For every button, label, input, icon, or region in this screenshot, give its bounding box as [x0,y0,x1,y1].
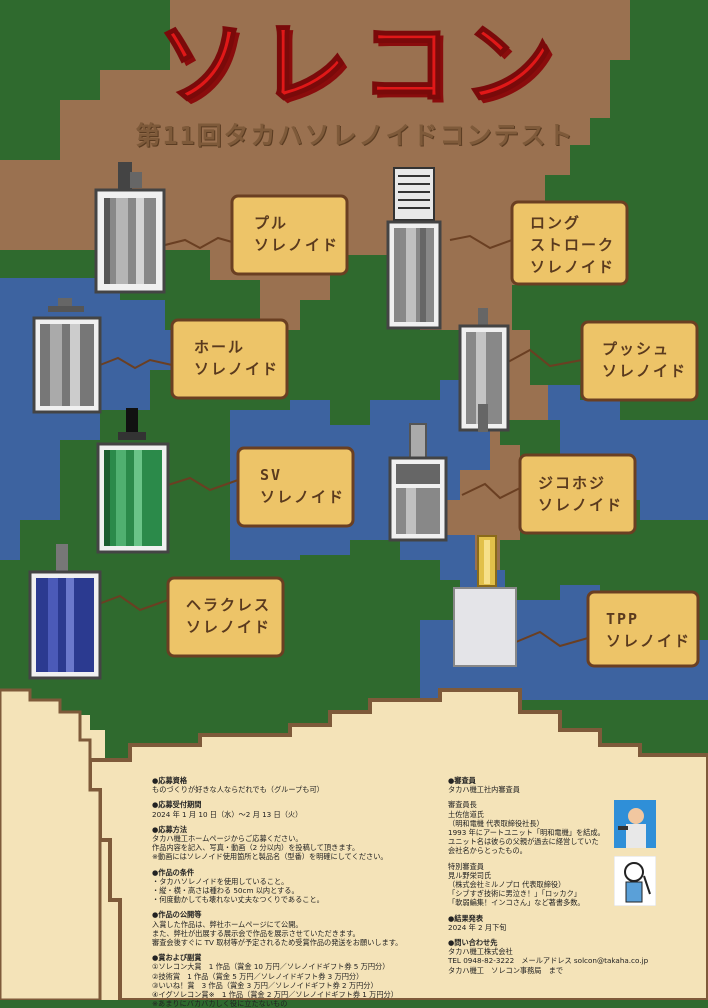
hold-solenoid-drawing [32,298,102,414]
label-line: ホール [194,338,246,356]
info-line: ④イグソレコン賞※ 1 作品（賞金 2 万円／ソレノイドギフト券 1 万円分） [152,990,398,1000]
sv-solenoid-drawing [96,408,170,554]
label-push: プッシュソレノイド [602,338,687,382]
info-line: 審査会後すぐに TV 取材等が予定されるため受賞作品の発送をお願いします。 [152,938,403,948]
long-stroke-solenoid-drawing [386,167,442,330]
label-line: プッシュ [602,340,671,358]
push-solenoid-drawing [458,308,510,432]
label-line: ソレノイド [538,496,624,514]
info-line: 入賞した作品は、弊社ホームページにて公開。 [152,919,303,929]
sand-region-main [88,688,708,1000]
info-heading: ●応募方法 [152,824,188,834]
info-heading: ●審査員 [448,776,476,785]
connector-lines [95,234,589,648]
info-line: 2024 年 1 月 10 日（水）〜2 月 13 日（火） [152,809,303,819]
label-long-stroke: ロングストロークソレノイド [530,212,615,278]
label-pull: プルソレノイド [254,212,339,256]
info-heading: ●応募資格 [152,776,188,785]
info-line: 特別審査員 [448,861,484,871]
info-line: 見ル野栄司氏 [448,870,492,880]
info-line: ※動画にはソレノイド使用箇所と製品名（型番）を明確にしてください。 [152,852,388,862]
label-jikohoji: ジコホジソレノイド [538,472,623,516]
info-line: ②技術賞 1 作品（賞金 5 万円／ソレノイドギフト券 3 万円分） [152,971,364,981]
info-left-column: ●応募資格 ものづくりが好きな人ならだれでも（グループも可） ●応募受付期間 2… [152,776,432,1008]
label-line: SV [260,466,283,484]
label-heracles: ヘラクレスソレノイド [186,594,271,638]
info-line: ※あまりにバカバカしく役に立たないもの [152,999,288,1008]
label-sv: SV ソレノイド [260,464,345,508]
heracles-solenoid-drawing [28,544,102,680]
info-line: 「シブすぎ技術に男泣き！」「ロッカク」 [448,889,581,899]
info-line: タカハ機工ホームページからご応募ください。 [152,834,303,844]
label-line: ソレノイド [186,618,272,636]
info-line: また、弊社が出展する展示会で作品を展示させていただきます。 [152,928,360,938]
info-line: TEL 0948-82-3222 メールアドレス solcon@takaha.c… [448,956,649,966]
tag-shapes [166,194,700,668]
sand-left-strip [0,688,102,1000]
info-line: 会社名からとったもの。 [448,846,527,856]
label-line: ヘラクレス [186,596,272,614]
info-line: 作品内容を記入、写真・動画（2 分以内）を投稿して頂きます。 [152,843,360,853]
label-hold: ホールソレノイド [194,336,279,380]
tpp-solenoid-drawing [453,535,517,667]
info-line: 2024 年 2 月下旬 [448,922,507,932]
label-tpp: TPP ソレノイド [606,608,691,652]
label-line: ロング [530,214,582,232]
label-line: ソレノイド [194,360,280,378]
label-line: ソレノイド [606,632,692,650]
pull-solenoid-drawing [94,162,166,294]
label-line: TPP [606,610,640,628]
label-line: ソレノイド [602,362,688,380]
label-line: ソレノイド [254,236,340,254]
info-line: タカハ機工社内審査員 [448,785,520,795]
info-line: 「軟弱編集！インコさん」など著書多数。 [448,898,585,908]
info-heading: ●作品の公開等 [152,910,202,920]
label-line: ソレノイド [530,258,616,276]
info-right-column: ●審査員 タカハ機工社内審査員 審査員長 土佐信道氏 （明和電機 代表取締役社長… [448,776,698,975]
info-line: タカハ機工株式会社 [448,947,513,957]
info-line: ものづくりが好きな人ならだれでも（グループも可） [152,785,324,795]
poster-title: ソレコン [155,11,564,118]
judge-photo [614,800,656,848]
info-heading: ●結果発表 [448,913,484,923]
info-line: 1993 年にアートユニット「明和電機」を結成。 [448,828,605,838]
info-line: ③いいね！賞 3 作品（賞金 3 万円／ソレノイドギフト券 2 万円分） [152,980,378,990]
info-heading: ●賞および副賞 [152,953,202,963]
label-line: ソレノイド [260,488,346,506]
info-line: （株式会社ミルノプロ 代表取締役） [448,880,566,890]
info-line: （明和電機 代表取締役社長） [448,818,544,828]
info-line: ユニット名は彼らの父親が過去に経営していた [448,837,599,847]
label-line: ジコホジ [538,474,607,492]
label-line: ストローク [530,236,616,254]
info-line: 土佐信道氏 [448,809,484,819]
info-line: タカハ機工 ソレコン事務局 まで [448,965,564,975]
label-line: プル [254,214,289,232]
info-heading: ●問い合わせ先 [448,938,498,948]
poster-subtitle: 第11回タカハソレノイドコンテスト [135,121,575,150]
info-heading: ●作品の条件 [152,867,195,877]
info-line: ・何度動かしても壊れない丈夫なつくりであること。 [152,895,324,905]
info-heading: ●応募受付期間 [152,800,202,810]
info-line: ①ソレコン大賞 1 作品（賞金 10 万円／ソレノイドギフト券 5 万円分） [152,962,390,972]
judge-illustration [614,856,656,906]
info-line: 審査員長 [448,800,477,810]
info-line: ・タカハソレノイドを使用していること。 [152,876,289,886]
info-line: ・縦・横・高さは種わる 50cm 以内とする。 [152,886,299,896]
earth-region [0,0,708,700]
jikohoji-solenoid-drawing [388,423,448,542]
